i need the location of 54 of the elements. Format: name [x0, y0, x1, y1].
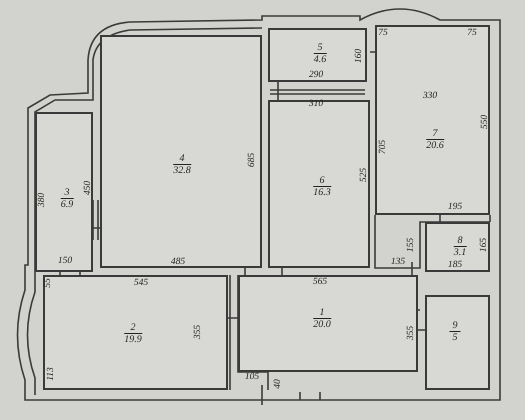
dimension-label: 150 — [58, 256, 72, 266]
room-number: 5 — [314, 42, 326, 54]
room-number: 6 — [313, 175, 331, 187]
room-number: 1 — [313, 307, 331, 319]
room-number: 4 — [173, 153, 191, 165]
room-area: 5 — [450, 332, 460, 344]
dimension-label: 55 — [43, 278, 53, 288]
room — [35, 112, 93, 272]
dimension-label: 545 — [134, 278, 148, 288]
dimension-label: 485 — [170, 257, 186, 267]
room-area: 4.6 — [314, 54, 326, 66]
room-area: 20.0 — [313, 319, 331, 331]
room-area: 3.1 — [454, 247, 466, 259]
dimension-label: 195 — [448, 202, 462, 212]
room-number: 3 — [60, 187, 74, 199]
dimension-label: 135 — [390, 257, 406, 267]
room-area: 32.8 — [173, 165, 191, 177]
room-area: 6.9 — [60, 199, 74, 211]
dimension-label: 105 — [244, 372, 260, 382]
room-number: 9 — [450, 320, 460, 332]
dimension-label: 550 — [480, 114, 490, 130]
dimension-label: 75 — [467, 28, 477, 38]
dimension-label: 685 — [247, 152, 257, 168]
room — [375, 25, 490, 215]
dimension-label: 113 — [46, 367, 56, 381]
dimension-label: 450 — [83, 180, 93, 196]
dimension-label: 525 — [359, 168, 369, 182]
dimension-label: 355 — [406, 326, 416, 340]
dimension-label: 705 — [378, 140, 388, 154]
room — [425, 222, 490, 272]
dimension-label: 185 — [448, 260, 462, 270]
room-area: 20.6 — [426, 140, 444, 152]
room — [43, 275, 228, 390]
dimension-label: 155 — [406, 238, 416, 252]
room — [268, 100, 370, 268]
room-area: 16.3 — [313, 187, 331, 199]
dimension-label: 290 — [308, 70, 324, 80]
dimension-label: 355 — [193, 324, 203, 340]
dimension-label: 75 — [378, 28, 388, 38]
dimension-label: 165 — [479, 238, 489, 252]
dimension-label: 380 — [37, 192, 47, 208]
room-area: 19.9 — [124, 334, 142, 346]
dimension-label: 40 — [273, 379, 283, 389]
dimension-label: 310 — [308, 99, 324, 109]
room-number: 2 — [124, 322, 142, 334]
dimension-label: 330 — [422, 91, 438, 101]
room-number: 8 — [454, 235, 466, 247]
dimension-label: 160 — [354, 48, 364, 64]
room — [100, 35, 262, 268]
room — [238, 275, 418, 372]
room — [425, 295, 490, 390]
room — [268, 28, 367, 82]
room-number: 7 — [426, 128, 444, 140]
dimension-label: 565 — [312, 277, 328, 287]
